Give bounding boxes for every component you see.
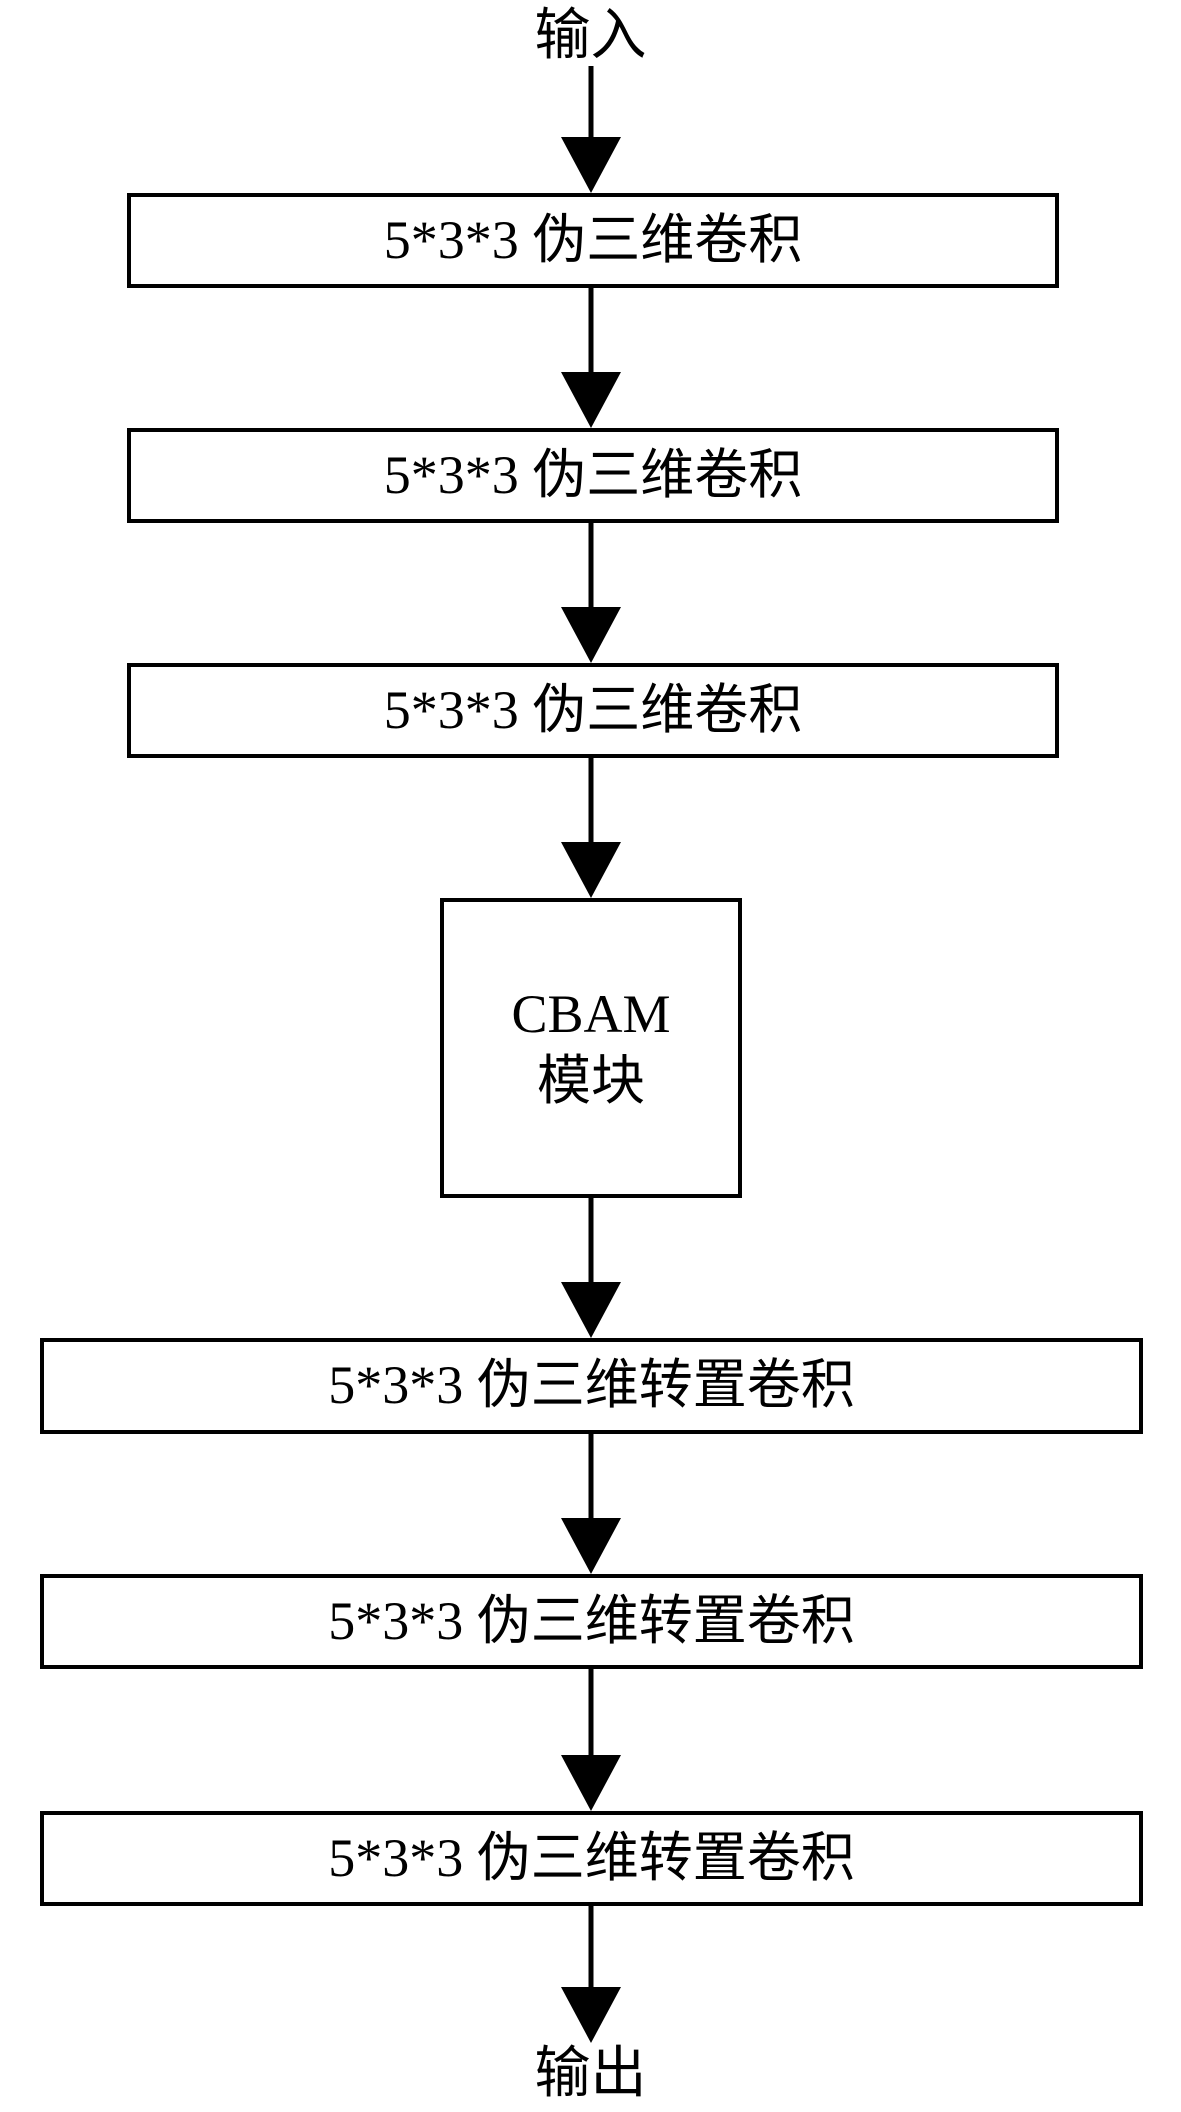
flow-arrow-5 [560,1198,622,1338]
node-conv2-label: 5*3*3 伪三维卷积 [383,444,803,505]
flow-arrow-7 [560,1668,622,1811]
node-conv3: 5*3*3 伪三维卷积 [127,663,1059,758]
arrow-shaft [588,757,594,848]
node-deconv1-label: 5*3*3 伪三维转置卷积 [328,1355,855,1416]
arrow-head-icon [561,607,621,663]
flow-arrow-2 [560,287,622,428]
arrow-head-icon [561,842,621,898]
node-deconv1: 5*3*3 伪三维转置卷积 [40,1338,1143,1434]
flow-arrow-1 [560,66,622,193]
node-conv1-label: 5*3*3 伪三维卷积 [383,209,803,270]
arrow-head-icon [561,372,621,428]
node-conv3-label: 5*3*3 伪三维卷积 [383,679,803,740]
arrow-shaft [588,287,594,378]
node-deconv3: 5*3*3 伪三维转置卷积 [40,1811,1143,1906]
node-deconv3-label: 5*3*3 伪三维转置卷积 [328,1827,855,1888]
input-label: 输入 [534,5,647,67]
flow-arrow-3 [560,522,622,663]
arrow-shaft [588,1668,594,1761]
arrow-head-icon [561,1518,621,1574]
node-deconv2: 5*3*3 伪三维转置卷积 [40,1574,1143,1669]
flow-arrow-4 [560,757,622,898]
flow-arrow-8 [560,1906,622,2043]
arrow-shaft [588,1434,594,1524]
flow-arrow-6 [560,1434,622,1574]
node-cbam-label-line2: 模块 [537,1051,645,1111]
arrow-head-icon [561,1282,621,1338]
node-conv2: 5*3*3 伪三维卷积 [127,428,1059,523]
node-cbam-label-line1: CBAM [511,983,671,1044]
node-cbam: CBAM 模块 [440,898,742,1198]
arrow-shaft [588,522,594,613]
arrow-shaft [588,66,594,143]
arrow-shaft [588,1906,594,1993]
output-label: 输出 [534,2043,647,2105]
arrow-shaft [588,1198,594,1288]
arrow-head-icon [561,1987,621,2043]
arrow-head-icon [561,1755,621,1811]
node-deconv2-label: 5*3*3 伪三维转置卷积 [328,1590,855,1651]
node-conv1: 5*3*3 伪三维卷积 [127,193,1059,288]
arrow-head-icon [561,137,621,193]
